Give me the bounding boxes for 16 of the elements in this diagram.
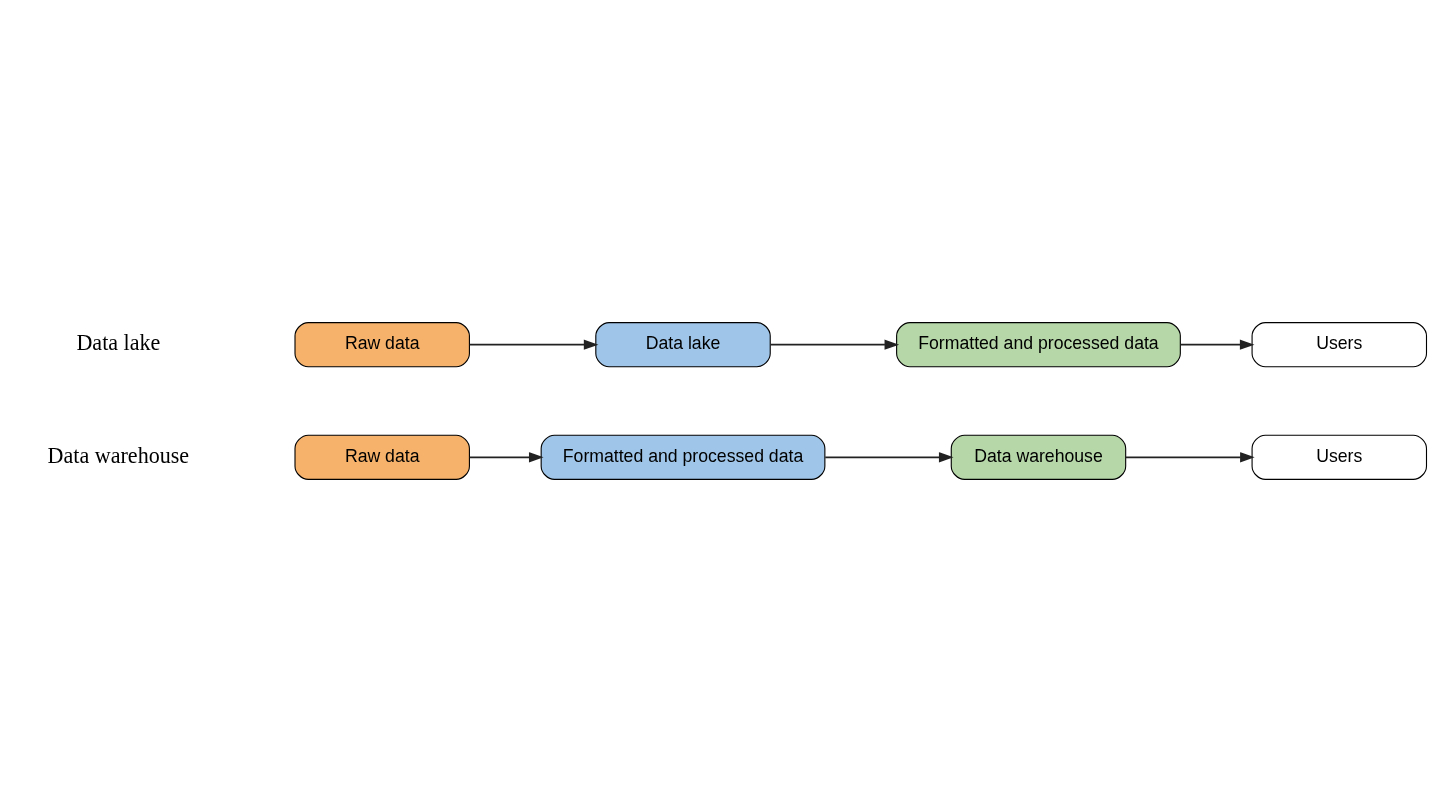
arrow (468, 339, 599, 350)
node-box: Formatted and processed data (896, 322, 1181, 368)
arrow (769, 339, 900, 350)
node-box: Data warehouse (950, 434, 1127, 480)
node-box: Users (1251, 434, 1428, 480)
node-box: Formatted and processed data (540, 434, 826, 480)
node-box: Raw data (294, 434, 470, 480)
arrow (1125, 452, 1255, 463)
arrow (824, 452, 954, 463)
node-box: Users (1251, 322, 1428, 368)
arrow (1179, 339, 1255, 350)
label: Data lake (76, 330, 161, 356)
arrow (468, 452, 544, 463)
node-box: Raw data (294, 322, 470, 368)
node-box: Data lake (595, 322, 771, 368)
label: Data warehouse (47, 442, 190, 468)
